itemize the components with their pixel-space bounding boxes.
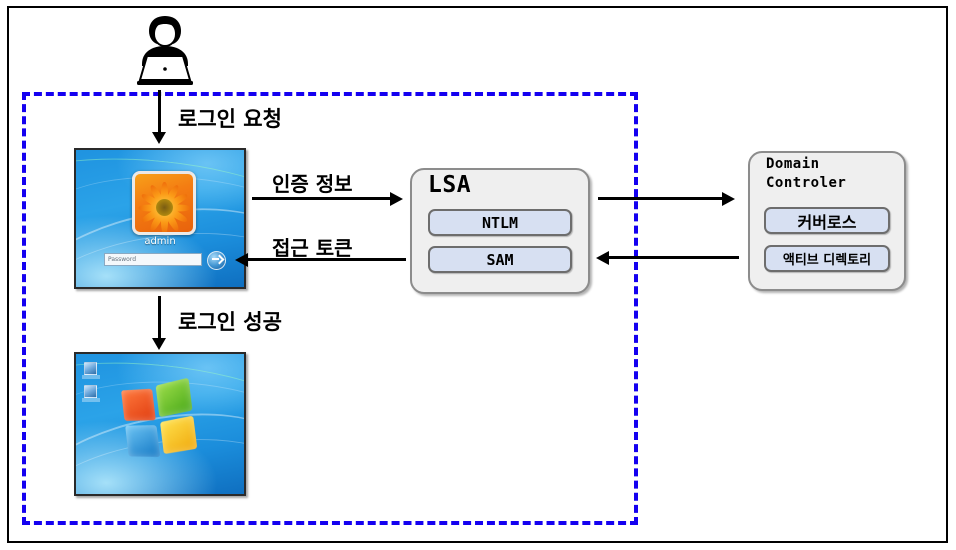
- user-at-laptop-icon: [124, 12, 206, 90]
- lsa-component-ntlm: NTLM: [428, 209, 572, 236]
- arrow-login-request-head: [152, 132, 166, 144]
- arrow-auth-info-line: [252, 197, 392, 200]
- arrow-access-token-head: [235, 253, 248, 267]
- windows-logo-icon: [121, 377, 202, 461]
- password-input[interactable]: Password: [104, 253, 202, 266]
- domain-controller-title-line1: Domain: [766, 156, 820, 172]
- desktop-wallpaper: [76, 354, 244, 494]
- arrow-dc-to-lsa-line: [609, 256, 739, 259]
- windows-login-screen: admin Password: [74, 148, 246, 289]
- dc-component-active-directory: 액티브 디렉토리: [764, 245, 890, 272]
- domain-controller-title-line2: Controler: [766, 175, 847, 191]
- flower-avatar-icon: [132, 171, 196, 235]
- label-login-success: 로그인 성공: [178, 310, 282, 334]
- trust-boundary-region: [22, 92, 638, 525]
- windows-desktop-screen: [74, 352, 246, 496]
- lsa-component-sam: SAM: [428, 246, 572, 273]
- arrow-login-success-line: [158, 296, 161, 340]
- dc-component-kerberos: 커버로스: [764, 207, 890, 234]
- label-access-token: 접근 토큰: [272, 236, 353, 260]
- arrow-dc-to-lsa-head: [596, 251, 609, 265]
- arrow-login-request-line: [158, 90, 161, 134]
- arrow-lsa-to-dc-line: [598, 197, 724, 200]
- arrow-login-success-head: [152, 338, 166, 350]
- lsa-title: LSA: [428, 172, 472, 198]
- arrow-access-token-line: [248, 258, 406, 261]
- arrow-right-icon[interactable]: [207, 251, 226, 270]
- desktop-icon-2[interactable]: [82, 385, 100, 402]
- desktop-icon-1[interactable]: [82, 362, 100, 379]
- label-login-request: 로그인 요청: [178, 107, 282, 131]
- arrow-auth-info-head: [390, 192, 403, 206]
- password-row: Password: [104, 251, 226, 270]
- label-auth-info: 인증 정보: [272, 172, 353, 196]
- arrow-lsa-to-dc-head: [722, 192, 735, 206]
- login-username-label: admin: [144, 236, 176, 247]
